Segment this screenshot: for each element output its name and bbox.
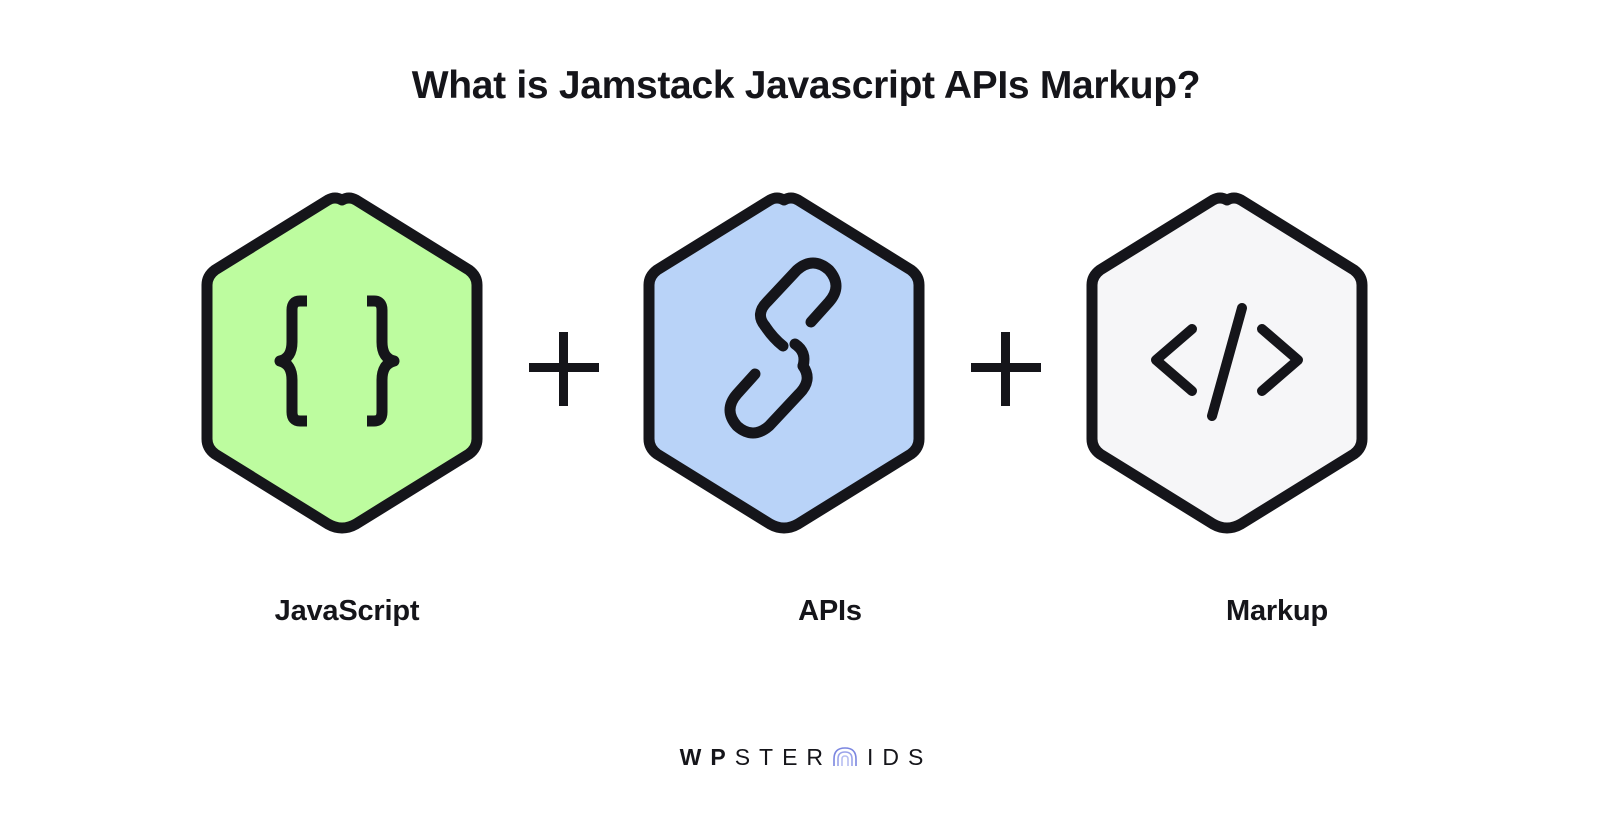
code-tag-icon — [1151, 303, 1303, 421]
markup-label: Markup — [1226, 595, 1328, 627]
logo-ster: STER — [734, 744, 833, 770]
javascript-hexagon — [197, 190, 487, 534]
apis-hexagon — [639, 190, 929, 534]
wpsteroids-logo: WPSTER IDS — [0, 744, 1612, 771]
plus-icon — [971, 332, 1041, 406]
hexagon-shape — [201, 192, 483, 534]
plus-icon — [529, 332, 599, 406]
markup-hexagon — [1082, 190, 1372, 534]
page-title: What is Jamstack Javascript APIs Markup? — [411, 64, 1201, 107]
curly-braces-icon — [274, 295, 400, 427]
javascript-label: JavaScript — [274, 595, 420, 627]
logo-wp: WP — [679, 744, 735, 770]
chain-link-icon — [724, 257, 842, 439]
hexagon-shape — [1086, 192, 1368, 534]
apis-label: APIs — [798, 595, 862, 627]
hexagon-shape — [643, 192, 925, 534]
logo-ids: IDS — [867, 744, 933, 770]
logo-arc-icon — [833, 747, 857, 766]
